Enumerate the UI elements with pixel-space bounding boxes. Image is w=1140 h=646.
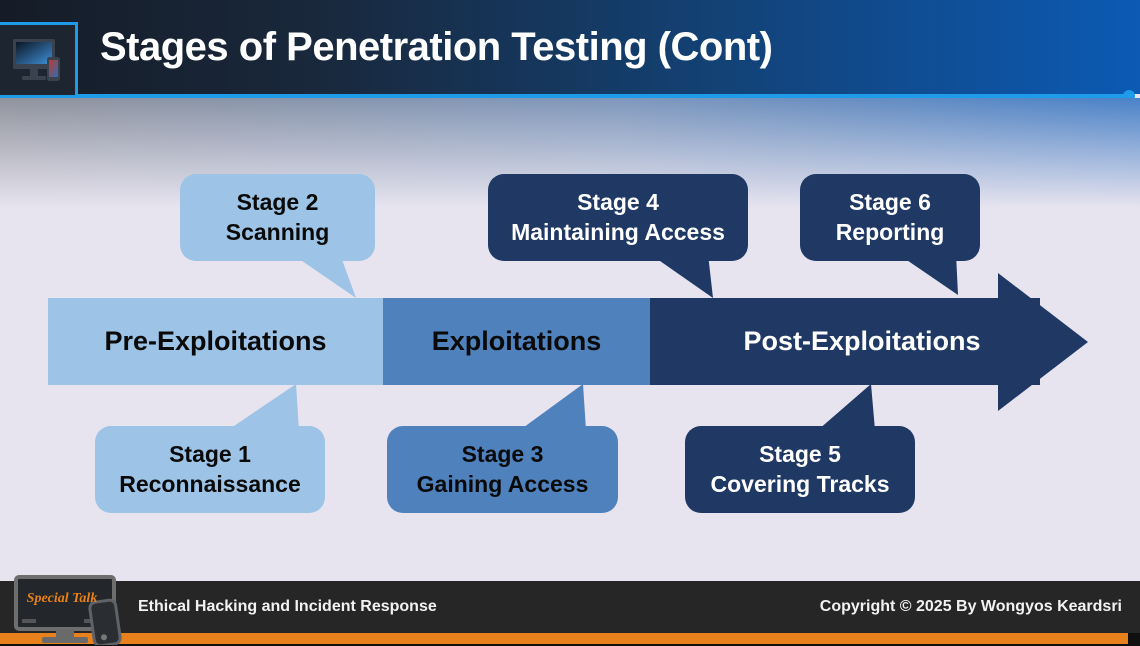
monitor-phone-icon-svg (12, 39, 60, 81)
footer-bar (0, 581, 1140, 633)
callout-stage-3: Stage 3 Gaining Access (387, 426, 618, 513)
stage-name: Scanning (225, 218, 330, 245)
callout-stage-2: Stage 2 Scanning (180, 174, 375, 261)
stage-number: Stage 4 (577, 188, 659, 215)
stage-name: Maintaining Access (511, 218, 725, 245)
stage-name: Reporting (835, 218, 945, 245)
page-title: Stages of Penetration Testing (Cont) (100, 24, 773, 69)
header-underline (0, 94, 1131, 98)
stage-number: Stage 5 (759, 440, 841, 467)
footer-accent-stripe (0, 633, 1128, 644)
stage-name: Reconnaissance (119, 470, 301, 497)
callout-stage-5: Stage 5 Covering Tracks (685, 426, 915, 513)
stage-number: Stage 3 (461, 440, 544, 467)
footer-monitor-phone-icon (14, 575, 122, 645)
slide-header: Stages of Penetration Testing (Cont) (0, 0, 1140, 94)
stage-name: Gaining Access (416, 470, 589, 497)
phase-label: Post-Exploitations (743, 326, 981, 356)
callout-stage-1: Stage 1 Reconnaissance (95, 426, 325, 513)
phase-label: Exploitations (431, 326, 602, 356)
callout-stage-6: Stage 6 Reporting (800, 174, 980, 261)
callout-stage-4: Stage 4 Maintaining Access (488, 174, 748, 261)
stage-name: Covering Tracks (710, 470, 890, 497)
footer-logo-text: Special Talk (26, 591, 98, 606)
footer-copyright: Copyright © 2025 By Wongyos Keardsri (819, 598, 1122, 615)
phase-label: Pre-Exploitations (104, 326, 327, 356)
phase-pre-exploitations: Pre-Exploitations (48, 298, 383, 385)
phase-post-exploitations: Post-Exploitations (650, 298, 1040, 385)
stage-number: Stage 2 (236, 188, 319, 215)
phase-exploitations: Exploitations (383, 298, 650, 385)
stage-number: Stage 6 (849, 188, 931, 215)
stage-number: Stage 1 (169, 440, 251, 467)
footer-course-title: Ethical Hacking and Incident Response (138, 598, 437, 615)
monitor-phone-icon (0, 22, 78, 98)
